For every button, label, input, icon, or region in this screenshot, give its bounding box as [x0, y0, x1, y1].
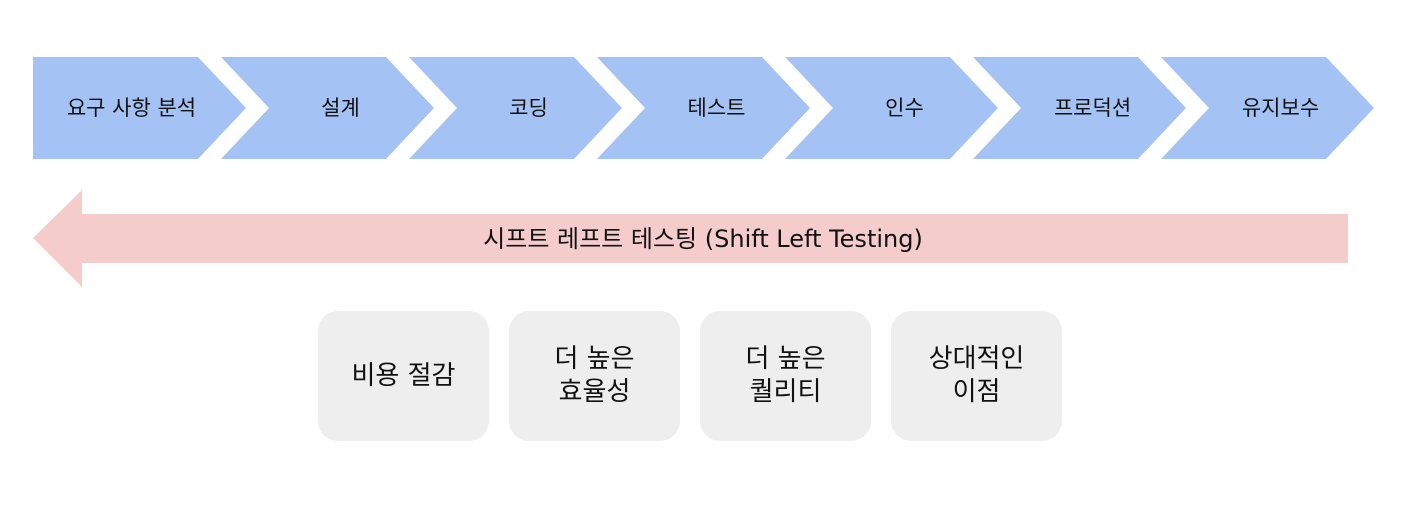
benefit-card-advantage: 상대적인 이점	[891, 311, 1062, 441]
stage-chevron-shape	[973, 57, 1186, 159]
benefit-card-cost-reduction: 비용 절감	[318, 311, 489, 441]
stage-chevron-requirements: 요구 사항 분석	[33, 57, 246, 159]
stage-chevron-acceptance: 인수	[785, 57, 998, 159]
stage-label: 요구 사항 분석	[67, 96, 196, 120]
stage-chevron-design: 설계	[221, 57, 434, 159]
stage-chevron-testing: 테스트	[597, 57, 810, 159]
benefit-label: 상대적인 이점	[928, 344, 1025, 407]
stage-chevron-production: 프로덕션	[973, 57, 1186, 159]
benefit-label: 더 높은 효율성	[554, 344, 635, 407]
stage-chevron-shape	[1161, 57, 1374, 159]
shift-left-arrow-label: 시프트 레프트 테스팅 (Shift Left Testing)	[483, 225, 923, 253]
stage-label: 인수	[885, 96, 924, 120]
stage-chevron-maintenance: 유지보수	[1161, 57, 1374, 159]
benefit-card-quality: 더 높은 퀄리티	[700, 311, 871, 441]
stage-chevron-shape	[409, 57, 622, 159]
stage-label: 프로덕션	[1054, 96, 1131, 120]
stage-chevron-shape	[221, 57, 434, 159]
stage-label: 유지보수	[1242, 96, 1319, 120]
benefit-card-efficiency: 더 높은 효율성	[509, 311, 680, 441]
shift-left-arrow: 시프트 레프트 테스팅 (Shift Left Testing)	[33, 190, 1348, 287]
stage-chevron-shape	[33, 57, 246, 159]
benefit-label: 더 높은 퀄리티	[745, 344, 826, 407]
stage-chevrons: 요구 사항 분석 설계 코딩 테스트 인수 프로덕션 유지보수	[33, 57, 1374, 159]
stage-chevron-shape	[597, 57, 810, 159]
stage-chevron-shape	[785, 57, 998, 159]
benefit-label: 비용 절감	[351, 360, 456, 391]
stage-chevron-coding: 코딩	[409, 57, 622, 159]
stage-label: 코딩	[509, 96, 548, 120]
benefit-cards: 비용 절감 더 높은 효율성 더 높은 퀄리티 상대적인 이점	[318, 311, 1062, 441]
stage-label: 설계	[321, 96, 360, 120]
stage-label: 테스트	[688, 96, 746, 120]
shift-left-arrow-shape	[33, 190, 1348, 287]
